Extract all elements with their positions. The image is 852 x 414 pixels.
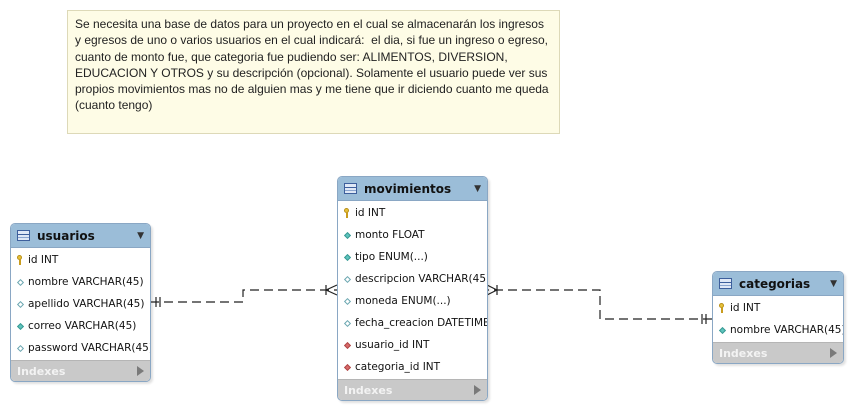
not-null-column-icon [343,231,352,239]
column-row[interactable]: apellido VARCHAR(45) [11,293,150,315]
column-label: id INT [355,207,386,219]
collapse-arrow-icon[interactable]: ▼ [137,230,144,241]
table-title: usuarios [37,228,95,243]
column-row[interactable]: id INT [338,202,487,224]
indexes-label: Indexes [344,383,393,397]
relationship-usuarios-movimientos [150,284,338,307]
indexes-label: Indexes [719,346,768,360]
column-label: nombre VARCHAR(45) [28,276,144,288]
column-label: correo VARCHAR(45) [28,320,137,332]
nullable-column-icon [343,275,352,283]
table-movimientos[interactable]: movimientos ▼ id INT monto FLOAT tipo EN… [337,176,488,401]
nullable-column-icon [16,278,25,286]
column-row[interactable]: fecha_creacion DATETIME [338,312,487,334]
column-label: id INT [730,302,761,314]
table-title: categorias [739,276,811,291]
nullable-column-icon [16,300,25,308]
nullable-column-icon [343,297,352,305]
column-label: apellido VARCHAR(45) [28,298,145,310]
relationship-categorias-movimientos [486,284,712,324]
nullable-column-icon [343,319,352,327]
column-label: usuario_id INT [355,339,430,351]
column-label: nombre VARCHAR(45) [730,324,844,336]
foreign-key-icon [343,341,352,349]
foreign-key-icon [343,363,352,371]
indexes-section[interactable]: Indexes [11,360,150,381]
column-row[interactable]: descripcion VARCHAR(45) [338,268,487,290]
column-label: fecha_creacion DATETIME [355,317,488,329]
table-icon [719,278,732,289]
column-row[interactable]: monto FLOAT [338,224,487,246]
column-row[interactable]: id INT [713,297,843,319]
nullable-column-icon [16,344,25,352]
indexes-section[interactable]: Indexes [713,342,843,363]
column-label: tipo ENUM(...) [355,251,428,263]
not-null-column-icon [718,326,727,334]
column-row[interactable]: tipo ENUM(...) [338,246,487,268]
table-header[interactable]: usuarios ▼ [11,224,150,248]
expand-arrow-icon[interactable] [137,366,144,376]
primary-key-icon [344,208,349,218]
table-icon [344,183,357,194]
column-row[interactable]: correo VARCHAR(45) [11,315,150,337]
column-row[interactable]: nombre VARCHAR(45) [11,271,150,293]
expand-arrow-icon[interactable] [830,348,837,358]
column-row[interactable]: password VARCHAR(45) [11,337,150,359]
table-categorias[interactable]: categorias ▼ id INT nombre VARCHAR(45) I… [712,271,844,364]
column-label: categoria_id INT [355,361,441,373]
column-label: password VARCHAR(45) [28,342,151,354]
table-header[interactable]: categorias ▼ [713,272,843,296]
table-header[interactable]: movimientos ▼ [338,177,487,201]
description-note: Se necesita una base de datos para un pr… [67,10,560,134]
indexes-label: Indexes [17,364,66,378]
table-usuarios[interactable]: usuarios ▼ id INT nombre VARCHAR(45) ape… [10,223,151,382]
column-label: moneda ENUM(...) [355,295,451,307]
column-label: id INT [28,254,59,266]
column-row[interactable]: nombre VARCHAR(45) [713,319,843,341]
primary-key-icon [17,255,22,265]
not-null-column-icon [343,253,352,261]
indexes-section[interactable]: Indexes [338,379,487,400]
column-row[interactable]: id INT [11,249,150,271]
column-label: monto FLOAT [355,229,425,241]
column-row[interactable]: moneda ENUM(...) [338,290,487,312]
table-icon [17,230,30,241]
column-row[interactable]: usuario_id INT [338,334,487,356]
not-null-column-icon [16,322,25,330]
column-label: descripcion VARCHAR(45) [355,273,488,285]
expand-arrow-icon[interactable] [474,385,481,395]
collapse-arrow-icon[interactable]: ▼ [830,278,837,289]
primary-key-icon [719,303,724,313]
column-row[interactable]: categoria_id INT [338,356,487,378]
collapse-arrow-icon[interactable]: ▼ [474,183,481,194]
table-title: movimientos [364,181,452,196]
